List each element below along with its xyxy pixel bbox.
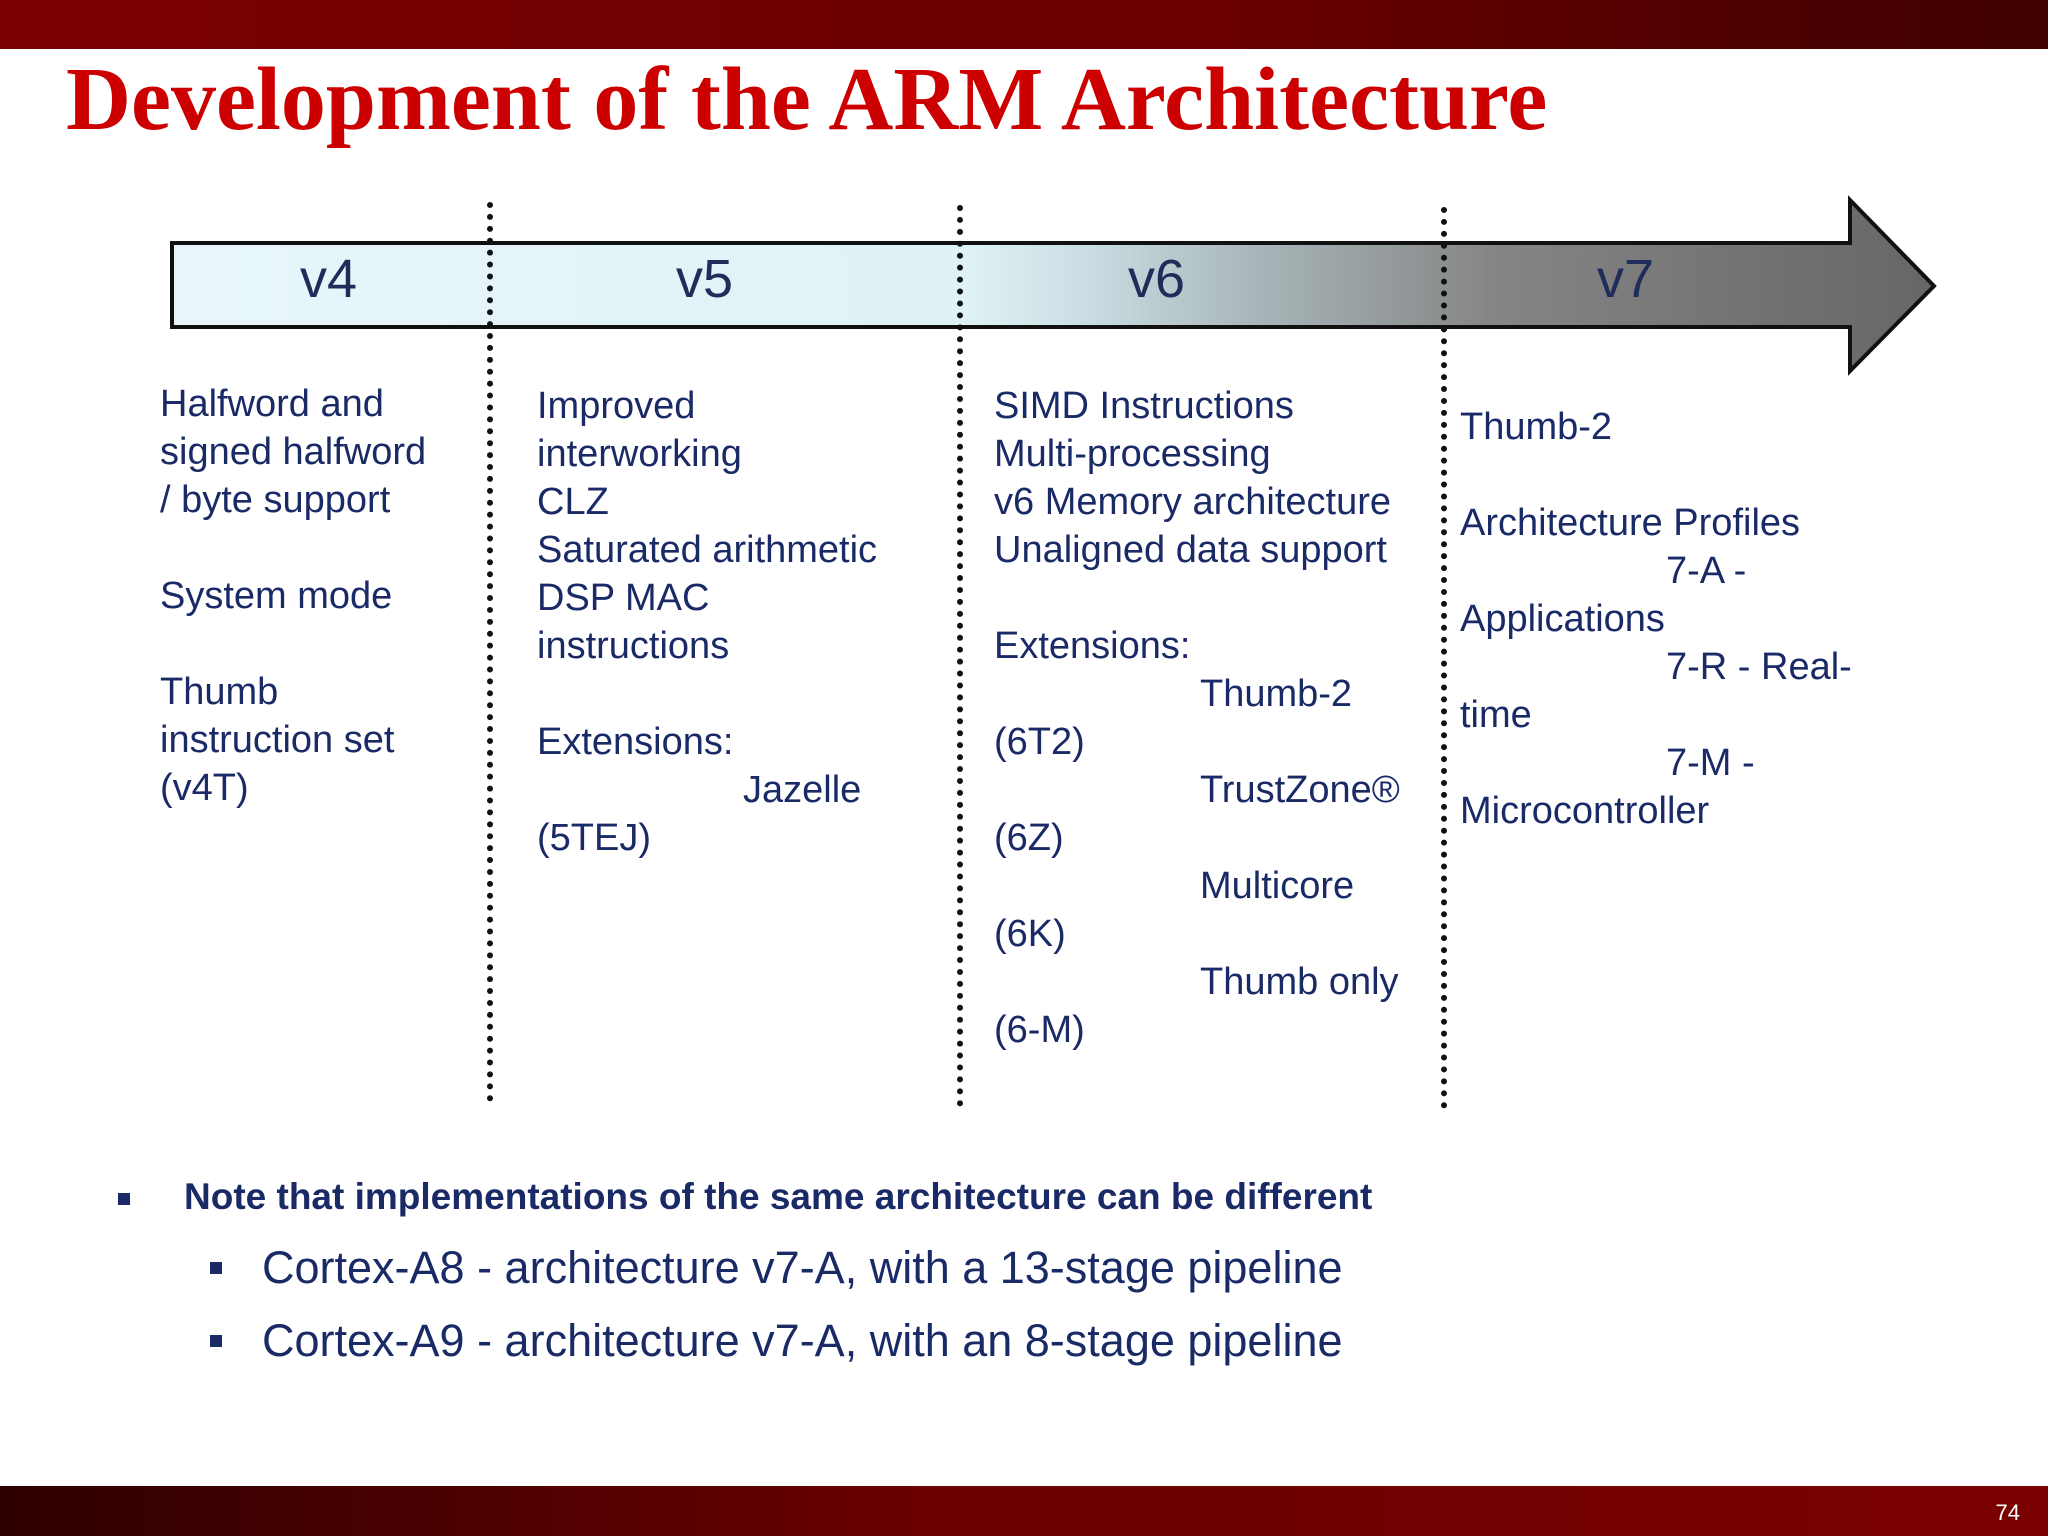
column-v7-line: Applications <box>1460 598 1665 640</box>
note-sub-item: Cortex-A8 - architecture v7-A, with a 13… <box>262 1242 1343 1293</box>
column-v4-line: Thumb <box>160 671 279 713</box>
column-v4-line: (v4T) <box>160 767 249 809</box>
bullet-icon <box>210 1335 222 1347</box>
version-label-v6: v6 <box>1128 249 1186 309</box>
column-v4: Halfword and signed halfword / byte supp… <box>160 380 426 812</box>
column-v5-line: Saturated arithmetic <box>537 529 878 571</box>
column-v6-line: Multicore <box>1200 865 1355 907</box>
column-v7: Thumb-2 Architecture Profiles 7-A - Appl… <box>1460 403 1852 835</box>
column-v7-line: time <box>1460 694 1532 736</box>
slide-title: Development of the ARM Architecture <box>66 50 1548 149</box>
column-v5-line: Improved <box>537 385 696 427</box>
column-v5-line: interworking <box>537 433 742 475</box>
column-v4-line <box>160 620 426 668</box>
column-v5-line: instructions <box>537 625 730 667</box>
slide-number: 74 <box>1995 1500 2020 1525</box>
column-v6-line: (6T2) <box>994 721 1085 763</box>
divider-v6-v7 <box>1441 207 1447 1109</box>
version-label-v4: v4 <box>300 249 358 309</box>
column-v6-line: Multi-processing <box>994 433 1271 475</box>
top-bar <box>0 0 2048 49</box>
divider-v5-v6 <box>957 205 963 1107</box>
column-v5-line <box>537 670 877 718</box>
column-v6-line: Unaligned data support <box>994 529 1387 571</box>
column-v5: Improved interworking CLZ Saturated arit… <box>537 382 877 862</box>
column-v6-line: Thumb-2 <box>1200 673 1353 715</box>
version-label-v5: v5 <box>676 249 734 309</box>
column-v4-line <box>160 524 426 572</box>
column-v6-line: Extensions: <box>994 625 1191 667</box>
column-v5-line: CLZ <box>537 481 609 523</box>
column-v6-line: Thumb only <box>1200 961 1399 1003</box>
column-v4-line: Halfword and <box>160 383 384 425</box>
bullet-icon <box>210 1262 222 1274</box>
note-sub-item: Cortex-A9 - architecture v7-A, with an 8… <box>262 1315 1343 1366</box>
version-label-v7: v7 <box>1597 249 1655 309</box>
column-v5-line: (5TEJ) <box>537 817 651 859</box>
bottom-bar: 74 <box>0 1486 2048 1536</box>
column-v7-line: Microcontroller <box>1460 790 1710 832</box>
column-v6-line: TrustZone® <box>1200 769 1400 811</box>
divider-v4-v5 <box>487 202 493 1102</box>
column-v5-line: Jazelle <box>743 769 862 811</box>
column-v7-line: Thumb-2 <box>1460 406 1613 448</box>
note-main: Note that implementations of the same ar… <box>184 1176 1373 1217</box>
column-v7-line <box>1460 451 1852 499</box>
column-v4-line: signed halfword <box>160 431 427 473</box>
column-v6-line: (6K) <box>994 913 1066 955</box>
column-v7-line: 7-A - <box>1666 550 1747 592</box>
column-v5-line: Extensions: <box>537 721 734 763</box>
column-v4-line: System mode <box>160 575 393 617</box>
column-v6-line: (6-M) <box>994 1009 1085 1051</box>
column-v6-line: SIMD Instructions <box>994 385 1294 427</box>
column-v5-line: DSP MAC <box>537 577 710 619</box>
column-v4-line: instruction set <box>160 719 395 761</box>
column-v6-line <box>994 574 1400 622</box>
column-v7-line: 7-R - Real- <box>1666 646 1852 688</box>
bullet-icon <box>118 1193 130 1205</box>
column-v7-line: Architecture Profiles <box>1460 502 1801 544</box>
column-v4-line: / byte support <box>160 479 391 521</box>
column-v6-line: (6Z) <box>994 817 1064 859</box>
column-v6: SIMD Instructions Multi-processing v6 Me… <box>994 382 1400 1054</box>
column-v7-line: 7-M - <box>1666 742 1755 784</box>
timeline-arrow <box>170 195 1937 376</box>
column-v6-line: v6 Memory architecture <box>994 481 1392 523</box>
